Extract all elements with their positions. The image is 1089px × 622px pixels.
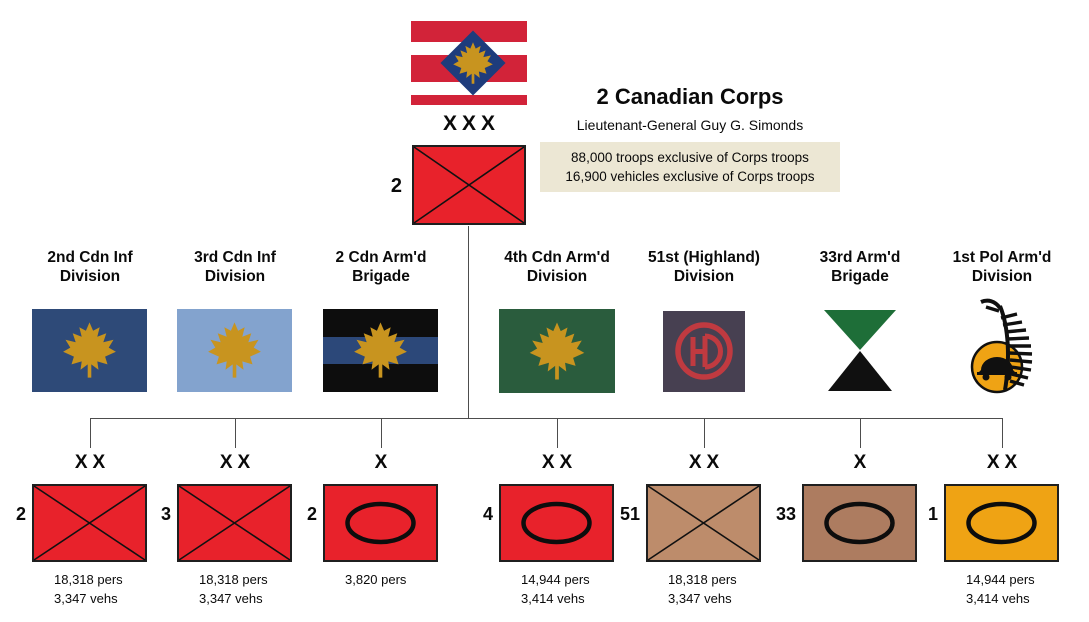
unit-number: 1 xyxy=(927,504,938,524)
hussar-wing-icon xyxy=(970,298,1033,394)
column-4th-cdn-armd: 4th Cdn Arm'd Division XX 4 14,944 pers … xyxy=(477,248,637,620)
unit-number: 33 xyxy=(775,504,796,524)
personnel-count: 3,820 pers xyxy=(345,572,407,587)
drop-line xyxy=(90,418,91,448)
corps-info-box: 88,000 troops exclusive of Corps troops … xyxy=(540,142,840,192)
unit-name: 33rd Arm'd Brigade xyxy=(819,249,901,285)
vehicle-count: 3,347 vehs xyxy=(668,591,732,606)
drop-line xyxy=(381,418,382,448)
unit-stats: 14,944 pers 3,414 vehs xyxy=(966,570,1035,608)
hd-monogram-icon xyxy=(675,322,733,380)
vehicle-count: 3,414 vehs xyxy=(966,591,1030,606)
unit-name: 2nd Cdn Inf Division xyxy=(47,249,133,285)
unit-name: 3rd Cdn Inf Division xyxy=(194,249,276,285)
corps-commander: Lieutenant-General Guy G. Simonds xyxy=(576,117,804,133)
personnel-count: 18,318 pers xyxy=(668,572,737,587)
corps-info-vehicles: 16,900 vehicles exclusive of Corps troop… xyxy=(565,169,815,184)
unit-name: 2 Cdn Arm'd Brigade xyxy=(335,249,427,285)
drop-line xyxy=(1002,418,1003,448)
personnel-count: 18,318 pers xyxy=(199,572,268,587)
echelon-label: XX xyxy=(219,452,256,473)
drop-line xyxy=(704,418,705,448)
unit-stats: 18,318 pers 3,347 vehs xyxy=(668,570,737,608)
unit-symbol-infantry-division xyxy=(32,484,147,562)
echelon-label: XX xyxy=(74,452,111,473)
formation-patch-2nd-cdn-inf xyxy=(32,309,147,392)
unit-symbol-armoured-division xyxy=(499,484,614,562)
unit-symbol-infantry-division xyxy=(177,484,292,562)
unit-number: 4 xyxy=(482,504,493,524)
corps-title: 2 Canadian Corps xyxy=(596,84,784,109)
unit-number: 3 xyxy=(160,504,171,524)
personnel-count: 18,318 pers xyxy=(54,572,123,587)
column-2nd-cdn-inf: 2nd Cdn Inf Division XX 2 18,318 pers 3,… xyxy=(10,248,170,620)
personnel-count: 14,944 pers xyxy=(966,572,1035,587)
corps-number: 2 xyxy=(390,175,402,197)
unit-stats: 14,944 pers 3,414 vehs xyxy=(521,570,590,608)
vehicle-count: 3,347 vehs xyxy=(199,591,263,606)
personnel-count: 14,944 pers xyxy=(521,572,590,587)
unit-stats: 3,820 pers xyxy=(345,570,406,589)
formation-patch-51st-highland xyxy=(663,311,745,392)
corps-unit-symbol xyxy=(412,145,526,225)
column-3rd-cdn-inf: 3rd Cdn Inf Division XX 3 18,318 pers 3,… xyxy=(155,248,315,620)
unit-symbol-armoured-brigade xyxy=(323,484,438,562)
column-51st-highland: 51st (Highland) Division XX 51 18,318 pe… xyxy=(620,248,784,620)
echelon-label: X xyxy=(853,452,872,473)
echelon-label: XX xyxy=(541,452,578,473)
unit-name: 51st (Highland) Division xyxy=(648,249,760,285)
column-2-cdn-armd-bde: 2 Cdn Arm'd Brigade X 2 3,820 pers xyxy=(301,248,461,620)
echelon-label: XX xyxy=(688,452,725,473)
vehicle-count: 3,414 vehs xyxy=(521,591,585,606)
unit-symbol-infantry-division xyxy=(646,484,761,562)
unit-symbol-armoured-brigade xyxy=(802,484,917,562)
formation-patch-2-cdn-armd-bde xyxy=(323,309,438,392)
echelon-label: X xyxy=(374,452,393,473)
vehicle-count: 3,347 vehs xyxy=(54,591,118,606)
column-1st-pol-armd: 1st Pol Arm'd Division xyxy=(922,248,1082,620)
corps-info-troops: 88,000 troops exclusive of Corps troops xyxy=(571,150,809,165)
hourglass-icon xyxy=(824,310,896,391)
formation-patch-3rd-cdn-inf xyxy=(177,309,292,392)
echelon-label: XX xyxy=(986,452,1023,473)
unit-number: 2 xyxy=(15,504,26,524)
corps-connector-line xyxy=(468,226,469,418)
unit-name: 4th Cdn Arm'd Division xyxy=(504,249,610,285)
unit-number: 2 xyxy=(306,504,317,524)
drop-line xyxy=(235,418,236,448)
unit-stats: 18,318 pers 3,347 vehs xyxy=(199,570,268,608)
unit-symbol-armoured-division xyxy=(944,484,1059,562)
tree-horizontal-line xyxy=(90,418,1002,419)
drop-line xyxy=(860,418,861,448)
drop-line xyxy=(557,418,558,448)
unit-stats: 18,318 pers 3,347 vehs xyxy=(54,570,123,608)
corps-flag xyxy=(411,21,527,105)
unit-number: 51 xyxy=(619,504,640,524)
corps-echelon-label: XXX xyxy=(442,112,501,135)
formation-patch-4th-cdn-armd xyxy=(499,309,615,393)
column-33rd-armd-bde: 33rd Arm'd Brigade X 33 xyxy=(776,248,940,620)
unit-name: 1st Pol Arm'd Division xyxy=(952,249,1052,285)
